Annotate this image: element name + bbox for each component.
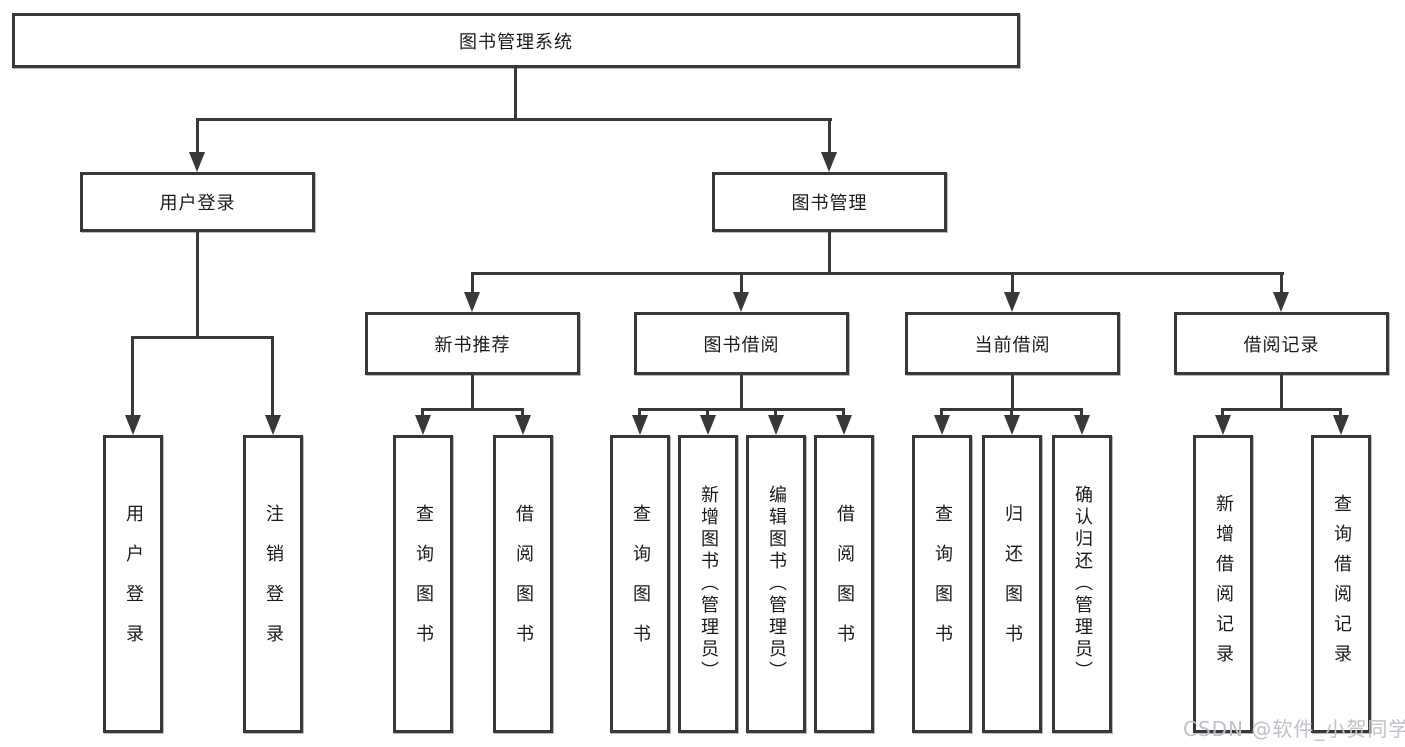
leaf-label: 借阅图书 <box>513 504 534 664</box>
leaf-edit-books-admin: 编辑图书（管理员） <box>746 435 806 733</box>
arrowhead <box>189 152 205 172</box>
leaf-logout: 注销登录 <box>243 435 303 733</box>
leaf-borrow-books: 借阅图书 <box>814 435 874 733</box>
connector-line <box>1280 272 1283 294</box>
connector-line <box>471 272 474 294</box>
leaf-user-login: 用户登录 <box>103 435 163 733</box>
arrowhead <box>1074 415 1090 435</box>
arrowhead <box>1333 415 1349 435</box>
arrowhead <box>415 415 431 435</box>
connector-line <box>740 272 743 294</box>
leaf-label: 查询图书 <box>932 504 953 664</box>
connector-line <box>1280 374 1283 408</box>
arrowhead <box>934 415 950 435</box>
leaf-label: 查询借阅记录 <box>1331 494 1352 674</box>
leaf-label: 归还图书 <box>1002 504 1023 664</box>
connector-line <box>740 374 743 408</box>
node-book-borrow: 图书借阅 <box>634 312 849 375</box>
node-current-borrow: 当前借阅 <box>905 312 1120 375</box>
connector-line <box>131 336 134 417</box>
connector-line <box>706 408 709 418</box>
connector-line <box>638 408 641 418</box>
connector-line <box>1011 374 1014 408</box>
connector-line <box>421 408 424 418</box>
leaf-label: 注销登录 <box>263 504 284 664</box>
connector-line <box>196 231 199 336</box>
leaf-query-books: 查询图书 <box>393 435 453 733</box>
node-book-management: 图书管理 <box>712 172 947 232</box>
leaf-add-books-admin: 新增图书（管理员） <box>678 435 738 733</box>
arrowhead <box>768 415 784 435</box>
node-label: 借阅记录 <box>1243 334 1320 356</box>
leaf-query-borrow-record: 查询借阅记录 <box>1311 435 1371 733</box>
connector-line <box>842 408 845 418</box>
connector-line <box>521 408 524 418</box>
arrowhead <box>632 415 648 435</box>
leaf-confirm-return-admin: 确认归还（管理员） <box>1052 435 1112 733</box>
arrowhead <box>265 415 281 435</box>
connector-line <box>828 231 831 272</box>
connector-line <box>1011 272 1014 294</box>
connector-line <box>1010 408 1013 418</box>
leaf-return-books: 归还图书 <box>982 435 1042 733</box>
connector-line <box>1339 408 1342 418</box>
leaf-query-books: 查询图书 <box>912 435 972 733</box>
connector-line <box>1080 408 1083 418</box>
node-label: 新书推荐 <box>434 334 511 356</box>
connector-line <box>638 408 845 411</box>
connector-line <box>828 118 831 156</box>
arrowhead <box>836 415 852 435</box>
node-root-label: 图书管理系统 <box>459 31 573 53</box>
leaf-label: 查询图书 <box>413 504 434 664</box>
connector-line <box>196 118 832 121</box>
arrowhead <box>821 152 837 172</box>
arrowhead <box>125 415 141 435</box>
connector-line <box>1221 408 1224 418</box>
csdn-watermark: CSDN @软件_小贺同学 <box>1183 717 1405 741</box>
node-label: 当前借阅 <box>974 334 1051 356</box>
arrowhead <box>700 415 716 435</box>
leaf-query-books: 查询图书 <box>610 435 670 733</box>
leaf-add-borrow-record: 新增借阅记录 <box>1193 435 1253 733</box>
leaf-label: 新增图书（管理员） <box>698 485 719 683</box>
arrowhead <box>733 292 749 312</box>
arrowhead <box>1004 415 1020 435</box>
node-root: 图书管理系统 <box>12 13 1020 68</box>
arrowhead <box>464 292 480 312</box>
connector-line <box>1221 408 1342 411</box>
leaf-borrow-books: 借阅图书 <box>493 435 553 733</box>
node-label: 图书借阅 <box>703 334 780 356</box>
node-label: 用户登录 <box>159 193 236 214</box>
leaf-label: 查询图书 <box>630 504 651 664</box>
connector-line <box>514 67 517 118</box>
arrowhead <box>515 415 531 435</box>
leaf-label: 用户登录 <box>123 504 144 664</box>
node-label: 图书管理 <box>791 193 868 214</box>
node-new-book-recommend: 新书推荐 <box>365 312 580 375</box>
connector-line <box>271 336 274 417</box>
leaf-label: 新增借阅记录 <box>1213 494 1234 674</box>
connector-line <box>940 408 943 418</box>
connector-line <box>471 272 1284 275</box>
arrowhead <box>1273 292 1289 312</box>
node-borrow-records: 借阅记录 <box>1174 312 1389 375</box>
connector-line <box>131 336 274 339</box>
arrowhead <box>1215 415 1231 435</box>
leaf-label: 借阅图书 <box>834 504 855 664</box>
connector-line <box>196 118 199 156</box>
leaf-label: 编辑图书（管理员） <box>766 485 787 683</box>
connector-line <box>774 408 777 418</box>
node-user-login: 用户登录 <box>80 172 315 232</box>
connector-line <box>421 408 524 411</box>
leaf-label: 确认归还（管理员） <box>1072 485 1093 683</box>
connector-line <box>471 374 474 408</box>
arrowhead <box>1004 292 1020 312</box>
